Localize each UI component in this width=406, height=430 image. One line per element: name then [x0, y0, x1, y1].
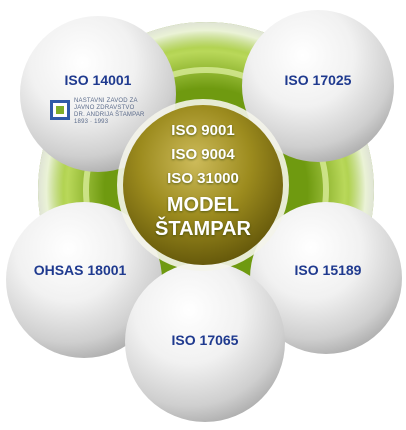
logo-line-1: NASTAVNI ZAVOD ZA [74, 98, 138, 104]
label-iso-15189: ISO 15189 [294, 262, 362, 278]
label-iso-14001: ISO 14001 [64, 72, 132, 88]
center-iso-9004: ISO 9004 [171, 146, 235, 163]
sphere-top-right [242, 10, 394, 162]
label-iso-17065: ISO 17065 [171, 332, 239, 348]
center-stampar: ŠTAMPAR [155, 218, 251, 240]
label-iso-17025: ISO 17025 [284, 72, 352, 88]
sphere-mid-left [6, 202, 162, 358]
logo-line-3: DR. ANDRIJA ŠTAMPAR [74, 112, 145, 118]
center-iso-31000: ISO 31000 [167, 170, 239, 187]
center-model: MODEL [166, 194, 240, 216]
center-iso-9001: ISO 9001 [171, 122, 235, 139]
center-sphere [123, 105, 283, 265]
label-ohsas-18001: OHSAS 18001 [33, 262, 127, 278]
sphere-mid-right [250, 202, 402, 354]
logo-line-2: JAVNO ZDRAVSTVO [74, 105, 135, 111]
logo: NASTAVNI ZAVOD ZA JAVNO ZDRAVSTVO DR. AN… [48, 98, 166, 126]
sphere-bottom [125, 262, 285, 422]
institute-logo-icon [50, 100, 70, 120]
logo-line-4: 1893 · 1993 [74, 119, 109, 125]
